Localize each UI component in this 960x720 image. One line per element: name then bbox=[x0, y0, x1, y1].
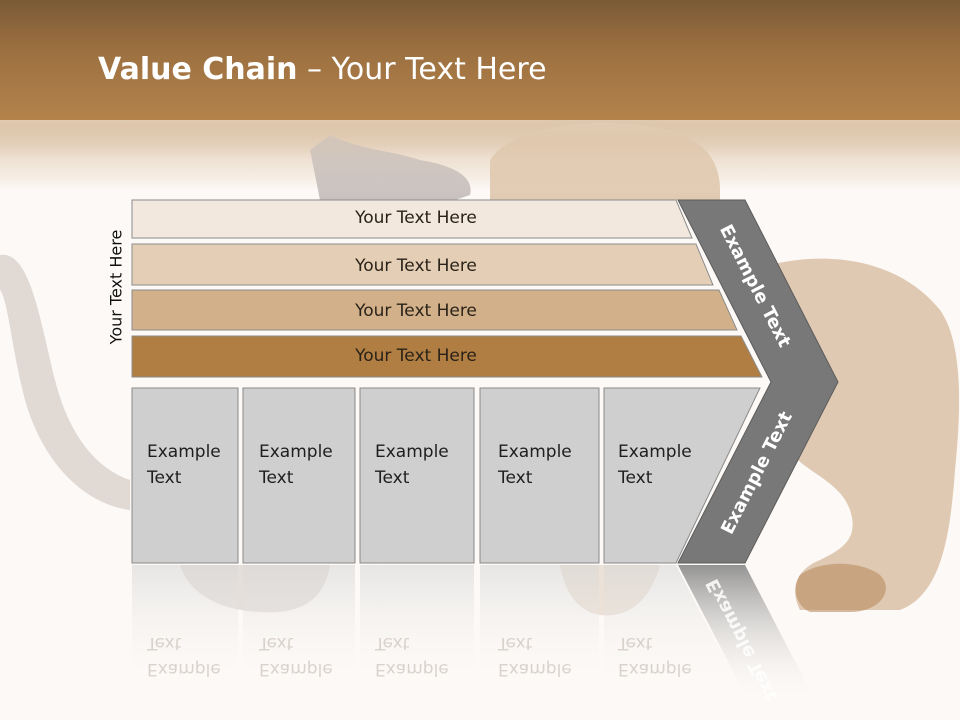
band-3-label: Your Text Here bbox=[355, 301, 477, 321]
cat-tail-shape bbox=[0, 254, 130, 510]
box-1-label-reflection: Example Text bbox=[147, 633, 221, 679]
box-3 bbox=[359, 387, 475, 564]
box-5-label-reflection: Example Text bbox=[618, 633, 692, 679]
band-2 bbox=[131, 243, 714, 286]
box-4-label-reflection: Example Text bbox=[498, 633, 572, 679]
box-1-reflection bbox=[132, 565, 238, 685]
band-1 bbox=[131, 199, 693, 239]
dog-paw-shape bbox=[795, 563, 886, 612]
box-2-label-reflection: Example Text bbox=[259, 633, 333, 679]
box-2-label: Example Text bbox=[259, 442, 333, 488]
chevron-arrow-reflection bbox=[678, 565, 815, 700]
box-2 bbox=[242, 387, 356, 564]
box-4-reflection bbox=[480, 565, 599, 685]
page-title: Value Chain – Your Text Here bbox=[98, 52, 547, 87]
box-3-label: Example Text bbox=[375, 442, 449, 488]
box-4 bbox=[479, 387, 600, 564]
box-3-reflection bbox=[360, 565, 474, 685]
band-1-label: Your Text Here bbox=[355, 208, 477, 228]
band-4-label: Your Text Here bbox=[355, 346, 477, 366]
band-4 bbox=[131, 335, 763, 378]
box-5 bbox=[603, 387, 761, 564]
box-4-label: Example Text bbox=[498, 442, 572, 488]
band-2-label: Your Text Here bbox=[355, 256, 477, 276]
box-1-label: Example Text bbox=[147, 442, 221, 488]
box-5-reflection bbox=[604, 565, 740, 690]
band-3 bbox=[131, 289, 738, 331]
box-1 bbox=[131, 387, 239, 564]
box-2-reflection bbox=[243, 565, 355, 685]
box-3-label-reflection: Example Text bbox=[375, 633, 449, 679]
box-5-label: Example Text bbox=[618, 442, 692, 488]
chevron-arrow bbox=[677, 199, 839, 564]
